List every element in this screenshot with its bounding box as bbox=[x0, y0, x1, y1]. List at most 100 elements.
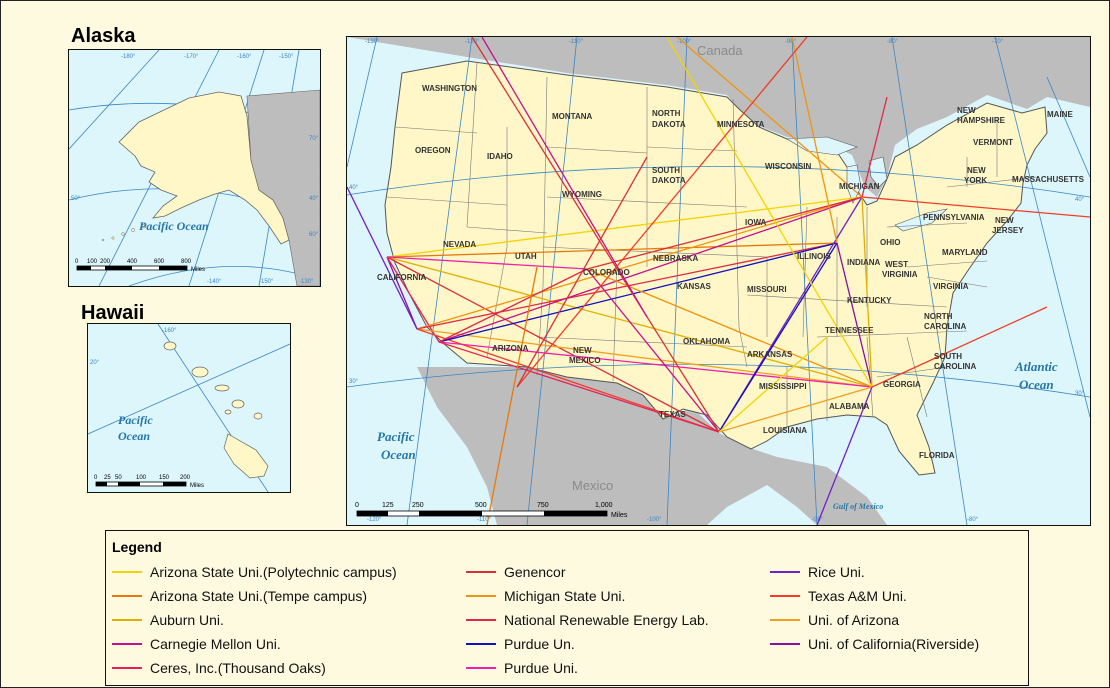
svg-text:400: 400 bbox=[127, 259, 138, 265]
state-label-oklahoma: OKLAHOMA bbox=[683, 337, 730, 346]
svg-text:-90°: -90° bbox=[812, 517, 824, 523]
route bbox=[861, 96, 888, 198]
route bbox=[386, 256, 588, 270]
legend-swatch bbox=[770, 643, 800, 645]
legend-swatch bbox=[466, 643, 496, 645]
state-label-new-hampshire-2: HAMPSHIRE bbox=[957, 116, 1006, 125]
legend-swatch bbox=[112, 619, 142, 621]
alaska-map: Pacific Ocean -180° -170° -160° -150° -1… bbox=[69, 50, 320, 286]
route bbox=[586, 268, 720, 433]
state-labels: WASHINGTON OREGON IDAHO MONTANA NORTH DA… bbox=[377, 84, 1085, 460]
legend-swatch bbox=[112, 595, 142, 597]
svg-text:40°: 40° bbox=[349, 185, 359, 191]
route bbox=[676, 37, 863, 198]
legend-swatch bbox=[112, 643, 142, 645]
state-label-north-dakota-2: DAKOTA bbox=[652, 120, 686, 129]
legend-label: Purdue Uni. bbox=[504, 660, 578, 676]
canada-label: Canada bbox=[697, 43, 743, 58]
state-label-new-york-1: NEW bbox=[967, 166, 986, 175]
svg-text:60°: 60° bbox=[309, 232, 319, 238]
legend-item: Carnegie Mellon Uni. bbox=[112, 633, 281, 655]
svg-text:50: 50 bbox=[115, 475, 122, 481]
state-label-vermont: VERMONT bbox=[973, 138, 1013, 147]
legend-label: Purdue Un. bbox=[504, 636, 575, 652]
legend-swatch bbox=[112, 571, 142, 573]
main-graticule-labels: -130° -130° -120° -110° -100° -90° -80° … bbox=[349, 39, 1085, 523]
state-label-west-virginia-1: WEST bbox=[885, 260, 908, 269]
svg-text:200: 200 bbox=[100, 259, 111, 265]
route bbox=[586, 268, 873, 388]
hawaii-lat-label: 20° bbox=[90, 360, 100, 366]
svg-text:Miles: Miles bbox=[190, 483, 204, 489]
state-label-florida: FLORIDA bbox=[919, 451, 955, 460]
route bbox=[416, 328, 720, 433]
hawaii-ocean-line1: Pacific bbox=[118, 413, 153, 427]
route bbox=[836, 242, 873, 388]
hawaii-islands bbox=[163, 341, 269, 479]
state-label-mississippi: MISSISSIPPI bbox=[759, 382, 807, 391]
svg-text:-150°: -150° bbox=[259, 279, 274, 285]
legend-item: Rice Uni. bbox=[770, 561, 865, 583]
route bbox=[481, 37, 648, 318]
state-label-kentucky: KENTUCKY bbox=[847, 296, 892, 305]
route bbox=[416, 328, 873, 388]
legend-title: Legend bbox=[112, 539, 162, 555]
state-label-pennsylvania: PENNSYLVANIA bbox=[923, 213, 985, 222]
route bbox=[871, 306, 1048, 388]
state-label-missouri: MISSOURI bbox=[747, 285, 787, 294]
svg-text:30°: 30° bbox=[349, 379, 359, 385]
main-graticule bbox=[347, 37, 1090, 525]
state-label-new-hampshire-1: NEW bbox=[957, 106, 976, 115]
svg-text:-140°: -140° bbox=[207, 279, 222, 285]
svg-text:150: 150 bbox=[159, 475, 170, 481]
route bbox=[471, 37, 720, 433]
state-label-wisconsin: WISCONSIN bbox=[765, 162, 811, 171]
legend-label: Arizona State Uni.(Polytechnic campus) bbox=[150, 564, 397, 580]
pacific-ocean-line1: Pacific bbox=[377, 429, 415, 444]
legend-item: Ceres, Inc.(Thousand Oaks) bbox=[112, 657, 326, 679]
state-label-oregon: OREGON bbox=[415, 146, 451, 155]
gulf-of-mexico-label: Gulf of Mexico bbox=[833, 502, 883, 511]
state-label-georgia: GEORGIA bbox=[883, 380, 921, 389]
svg-text:-130°: -130° bbox=[299, 279, 314, 285]
svg-text:40°: 40° bbox=[309, 196, 319, 202]
route bbox=[486, 266, 538, 525]
svg-text:-100°: -100° bbox=[677, 39, 692, 45]
svg-text:-180°: -180° bbox=[121, 54, 136, 60]
route bbox=[347, 186, 418, 330]
state-label-new-jersey-1: NEW bbox=[995, 216, 1014, 225]
svg-text:800: 800 bbox=[181, 259, 192, 265]
state-label-arkansas: ARKANSAS bbox=[747, 350, 793, 359]
route bbox=[386, 256, 418, 330]
svg-text:750: 750 bbox=[537, 502, 549, 509]
state-label-minnesota: MINNESOTA bbox=[717, 120, 765, 129]
hawaii-inset: Pacific Ocean -160° 20° 0 25 50 100 150 … bbox=[87, 323, 291, 493]
legend-swatch bbox=[466, 619, 496, 621]
hawaii-title: Hawaii bbox=[81, 302, 145, 324]
great-lakes bbox=[785, 136, 948, 232]
legend-label: Rice Uni. bbox=[808, 564, 865, 580]
route bbox=[438, 242, 838, 343]
mexico-label: Mexico bbox=[572, 478, 613, 493]
pacific-ocean-line2: Ocean bbox=[381, 447, 416, 462]
alaska-graticule-labels: -180° -170° -160° -150° -150° -140° -130… bbox=[71, 54, 319, 285]
legend-label: National Renewable Energy Lab. bbox=[504, 612, 709, 628]
svg-text:-80°: -80° bbox=[967, 517, 979, 523]
route bbox=[718, 336, 828, 433]
svg-text:0: 0 bbox=[355, 502, 359, 509]
legend-swatch bbox=[466, 667, 496, 669]
state-label-new-mexico-2: MEXICO bbox=[569, 356, 601, 365]
svg-text:100: 100 bbox=[136, 475, 147, 481]
canada-land bbox=[347, 37, 1090, 197]
svg-text:Miles: Miles bbox=[191, 267, 205, 273]
state-label-new-mexico-1: NEW bbox=[573, 346, 592, 355]
legend-label: Uni. of California(Riverside) bbox=[808, 636, 980, 652]
state-label-maryland: MARYLAND bbox=[942, 248, 988, 257]
state-label-utah: UTAH bbox=[515, 252, 537, 261]
legend-item: Auburn Uni. bbox=[112, 609, 224, 631]
legend-item: Purdue Uni. bbox=[466, 657, 578, 679]
route bbox=[861, 196, 873, 388]
state-label-south-dakota-2: DAKOTA bbox=[652, 176, 686, 185]
state-boundaries bbox=[386, 62, 1038, 427]
legend-label: Arizona State Uni.(Tempe campus) bbox=[150, 588, 368, 604]
